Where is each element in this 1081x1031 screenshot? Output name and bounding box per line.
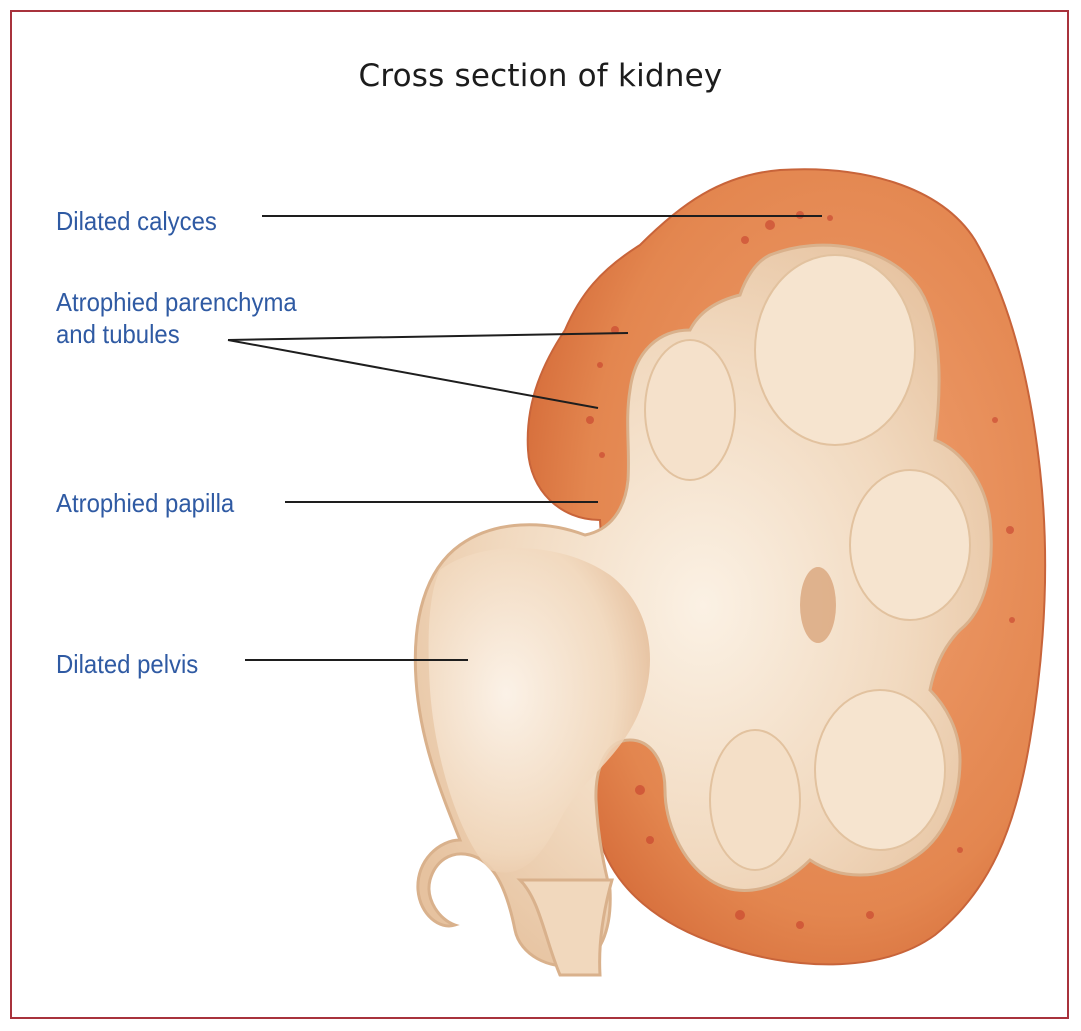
label-dilated-calyces: Dilated calyces (56, 205, 217, 237)
calyx-upper-large (755, 255, 915, 445)
calyx-lower-middle (710, 730, 800, 870)
label-dilated-pelvis: Dilated pelvis (56, 648, 198, 680)
papilla-center (800, 567, 836, 643)
label-atrophied-parenchyma: Atrophied parenchyma and tubules (56, 286, 297, 350)
calyx-lower-right (815, 690, 945, 850)
label-atrophied-parenchyma-line2: and tubules (56, 318, 297, 350)
calyx-upper-small (645, 340, 735, 480)
calyx-right-middle (850, 470, 970, 620)
label-atrophied-papilla: Atrophied papilla (56, 487, 234, 519)
label-atrophied-parenchyma-line1: Atrophied parenchyma (56, 286, 297, 318)
